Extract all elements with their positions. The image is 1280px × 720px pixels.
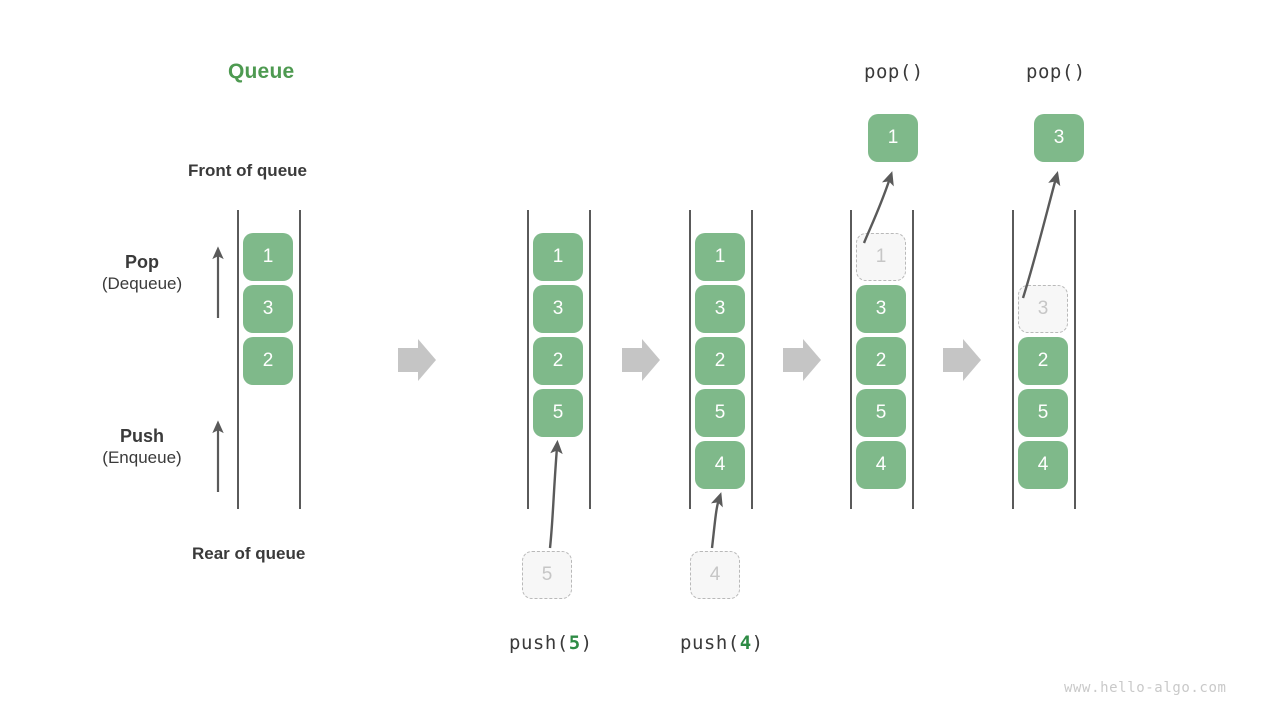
queue-cell: 2	[695, 337, 745, 385]
op-prefix: push(	[509, 632, 569, 654]
queue-cell: 2	[243, 337, 293, 385]
op-prefix: pop(	[1026, 61, 1074, 83]
queue-rail-right-pop3	[1074, 210, 1076, 509]
queue-cell: 4	[1018, 441, 1068, 489]
op-prefix: push(	[680, 632, 740, 654]
queue-rail-left-push4	[689, 210, 691, 509]
rear-of-queue-label: Rear of queue	[192, 544, 306, 563]
queue-rail-right-initial	[299, 210, 301, 509]
queue-rail-left-push5	[527, 210, 529, 509]
watermark: www.hello-algo.com	[1064, 680, 1227, 696]
stage-caption-push-5: push(5)	[509, 632, 593, 654]
queue-rail-right-push4	[751, 210, 753, 509]
op-suffix: )	[751, 632, 764, 654]
queue-rail-left-initial	[237, 210, 239, 509]
pop-label-sub: (Dequeue)	[101, 273, 183, 293]
queue-cell: 2	[533, 337, 583, 385]
op-arg: 5	[568, 632, 581, 654]
queue-cell: 3	[243, 285, 293, 333]
transition-arrow-3	[783, 339, 821, 381]
queue-cell-ghost: 1	[856, 233, 906, 281]
queue-cell: 1	[243, 233, 293, 281]
stage-caption-pop-3: pop()	[1026, 61, 1086, 83]
queue-cell: 4	[856, 441, 906, 489]
push-5-insert-arrow	[548, 439, 563, 549]
op-suffix: )	[580, 632, 593, 654]
stage-caption-push-4: push(4)	[680, 632, 764, 654]
queue-cell: 5	[856, 389, 906, 437]
queue-cell: 5	[533, 389, 583, 437]
transition-arrow-1	[398, 339, 436, 381]
queue-cell: 2	[1018, 337, 1068, 385]
queue-cell: 3	[695, 285, 745, 333]
op-suffix: )	[911, 61, 924, 83]
queue-rail-left-pop1	[850, 210, 852, 509]
queue-cell: 2	[856, 337, 906, 385]
push-4-insert-arrow	[710, 492, 723, 549]
transition-arrow-4	[943, 339, 981, 381]
queue-cell: 1	[695, 233, 745, 281]
stage-caption-pop-1: pop()	[864, 61, 924, 83]
transition-arrow-2	[622, 339, 660, 381]
queue-cell: 5	[1018, 389, 1068, 437]
queue-cell: 3	[856, 285, 906, 333]
diagram-title: Queue	[228, 60, 295, 83]
queue-cell: 4	[695, 441, 745, 489]
popped-cell: 3	[1034, 114, 1084, 162]
queue-cell: 5	[695, 389, 745, 437]
push-label-main: Push	[119, 426, 164, 446]
pop-label-main: Pop	[125, 252, 159, 272]
op-suffix: )	[1073, 61, 1086, 83]
popped-cell: 1	[868, 114, 918, 162]
incoming-cell-ghost: 4	[690, 551, 740, 599]
queue-rail-left-pop3	[1012, 210, 1014, 509]
queue-cell: 1	[533, 233, 583, 281]
incoming-cell-ghost: 5	[522, 551, 572, 599]
pop-dequeue-label: Pop (Dequeue)	[62, 252, 222, 295]
pop-3-extract-arrow	[1021, 171, 1061, 299]
queue-rail-right-pop1	[912, 210, 914, 509]
push-enqueue-label: Push (Enqueue)	[62, 426, 222, 469]
op-prefix: pop(	[864, 61, 912, 83]
queue-rail-right-push5	[589, 210, 591, 509]
front-of-queue-label: Front of queue	[188, 161, 307, 180]
push-label-sub: (Enqueue)	[102, 447, 182, 467]
op-arg: 4	[739, 632, 752, 654]
queue-cell: 3	[533, 285, 583, 333]
queue-cell-ghost: 3	[1018, 285, 1068, 333]
